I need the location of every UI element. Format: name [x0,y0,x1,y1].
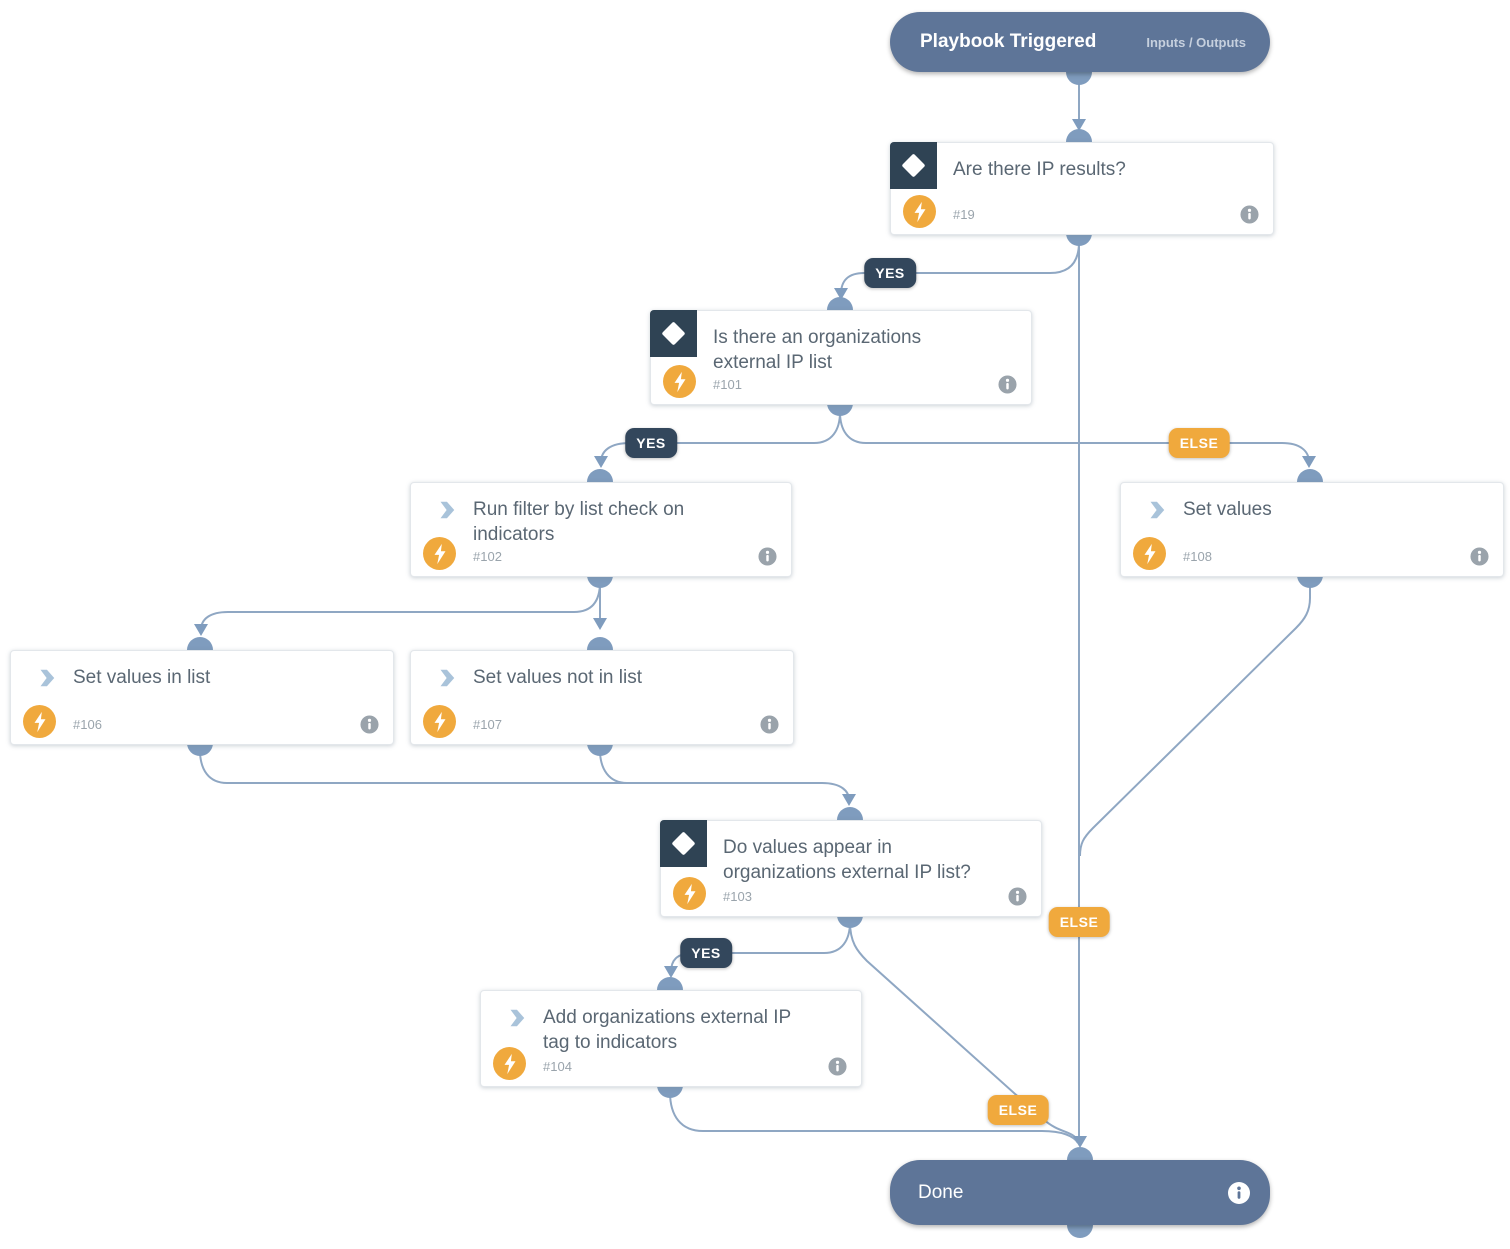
node-title: Do values appear in organizations extern… [723,837,971,883]
node-run-filter-by-list-check[interactable]: Run filter by list check on indicators #… [410,482,792,577]
yes-badge: YES [625,428,677,458]
yes-badge: YES [680,938,732,968]
info-icon[interactable] [1470,547,1489,566]
condition-diamond-icon [650,310,697,357]
lightning-icon [423,537,456,570]
node-id: #102 [473,549,502,564]
node-id: #101 [713,377,742,392]
lightning-icon [493,1047,526,1080]
else-badge: ELSE [1168,428,1230,458]
info-icon[interactable] [1240,205,1259,224]
lightning-icon [663,365,696,398]
done-node[interactable]: Done [890,1160,1270,1225]
node-title: Set values not in list [473,667,642,688]
node-title: Run filter by list check on indicators [473,499,685,545]
info-icon[interactable] [360,715,379,734]
condition-diamond-icon [890,142,937,189]
node-set-values[interactable]: Set values #108 [1120,482,1504,577]
inputs-outputs-link[interactable]: Inputs / Outputs [1146,34,1246,50]
chevron-right-icon [435,499,457,521]
info-icon[interactable] [1008,887,1027,906]
lightning-icon [1133,537,1166,570]
node-id: #106 [73,717,102,732]
node-title: Set values [1183,499,1272,520]
lightning-icon [673,877,706,910]
node-do-values-appear-in-list[interactable]: Do values appear in organizations extern… [660,820,1042,917]
node-id: #107 [473,717,502,732]
node-id: #19 [953,207,975,222]
node-add-org-external-ip-tag[interactable]: Add organizations external IP tag to ind… [480,990,862,1087]
node-title: Set values in list [73,667,211,688]
lightning-icon [903,195,936,228]
trigger-title: Playbook Triggered [920,31,1097,52]
info-icon[interactable] [760,715,779,734]
node-are-there-ip-results[interactable]: Are there IP results? #19 [890,142,1274,235]
info-icon[interactable] [758,547,777,566]
lightning-icon [423,705,456,738]
condition-diamond-icon [660,820,707,867]
chevron-right-icon [435,667,457,689]
yes-badge: YES [864,258,916,288]
info-icon[interactable] [828,1057,847,1076]
lightning-icon [23,705,56,738]
else-badge: ELSE [987,1095,1049,1125]
node-set-values-not-in-list[interactable]: Set values not in list #107 [410,650,794,745]
chevron-right-icon [1145,499,1167,521]
node-set-values-in-list[interactable]: Set values in list #106 [10,650,394,745]
node-id: #108 [1183,549,1212,564]
else-badge: ELSE [1048,907,1110,937]
info-icon[interactable] [998,375,1017,394]
info-icon[interactable] [1228,1181,1250,1204]
playbook-triggered-node[interactable]: Playbook Triggered Inputs / Outputs [890,12,1270,72]
node-id: #104 [543,1059,572,1074]
chevron-right-icon [35,667,57,689]
node-id: #103 [723,889,752,904]
chevron-right-icon [505,1007,527,1029]
node-title: Is there an organizations external IP li… [713,327,922,373]
node-is-there-org-external-ip-list[interactable]: Is there an organizations external IP li… [650,310,1032,405]
done-title: Done [918,1181,964,1203]
node-title: Add organizations external IP tag to ind… [543,1007,791,1053]
node-title: Are there IP results? [953,159,1126,180]
